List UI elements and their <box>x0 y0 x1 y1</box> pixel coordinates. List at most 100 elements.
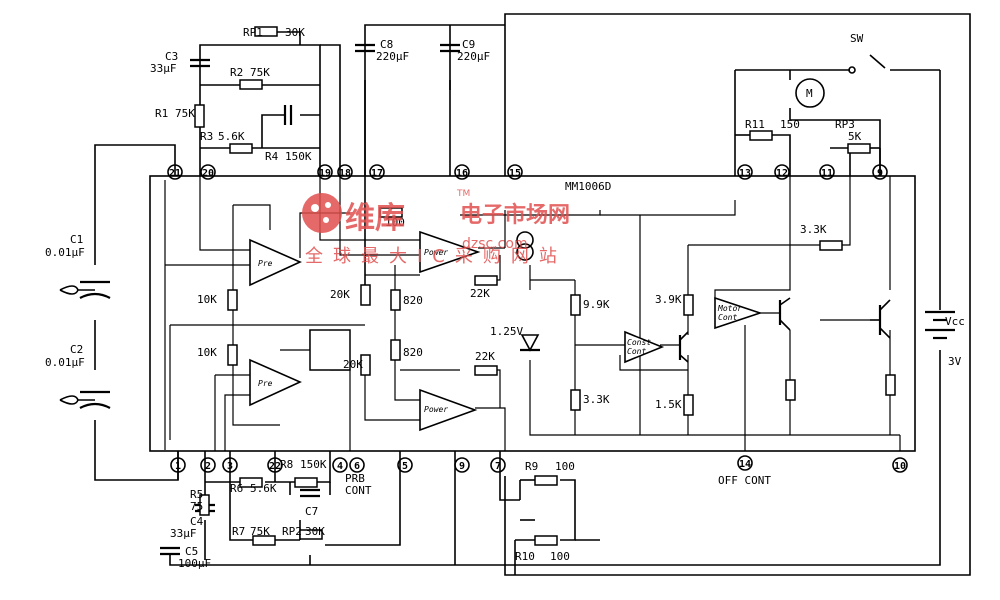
capacitor-c1 <box>59 280 111 299</box>
svg-text:R4: R4 <box>265 150 279 163</box>
svg-text:5K: 5K <box>848 130 862 143</box>
svg-text:100: 100 <box>555 460 575 473</box>
svg-text:C9: C9 <box>462 38 475 51</box>
svg-text:820: 820 <box>403 294 423 307</box>
svg-text:C8: C8 <box>380 38 393 51</box>
svg-text:100μF: 100μF <box>178 557 211 570</box>
capacitor-c8 <box>355 43 375 53</box>
svg-text:3.3K: 3.3K <box>583 393 610 406</box>
svg-text:Pre: Pre <box>258 259 273 268</box>
svg-text:10K: 10K <box>197 293 217 306</box>
svg-text:R11: R11 <box>745 118 765 131</box>
svg-text:2: 2 <box>205 461 211 472</box>
watermark-logo <box>302 193 342 233</box>
svg-text:C5: C5 <box>185 545 198 558</box>
wiring <box>94 13 971 576</box>
svg-text:30K: 30K <box>285 26 305 39</box>
svg-text:R8: R8 <box>280 458 293 471</box>
svg-text:Pre: Pre <box>258 379 273 388</box>
svg-text:20: 20 <box>202 168 214 179</box>
capacitor-c3 <box>190 58 210 68</box>
svg-text:Power: Power <box>424 248 448 257</box>
svg-text:Vcc: Vcc <box>945 315 965 328</box>
svg-text:Cont: Cont <box>718 313 737 322</box>
svg-text:C2: C2 <box>70 343 83 356</box>
svg-text:R7: R7 <box>232 525 245 538</box>
amp-pre-bottom <box>249 358 302 407</box>
transistor-q3 <box>870 299 891 339</box>
amp-power-bottom <box>419 388 478 432</box>
svg-text:dzsc.com: dzsc.com <box>462 236 528 252</box>
svg-text:R9: R9 <box>525 460 538 473</box>
svg-text:OFF CONT: OFF CONT <box>718 474 771 487</box>
svg-text:MM1006D: MM1006D <box>565 180 611 193</box>
svg-text:10: 10 <box>894 461 906 472</box>
svg-text:0.01μF: 0.01μF <box>45 246 85 259</box>
svg-text:5.6K: 5.6K <box>250 482 277 495</box>
capacitor-c2 <box>59 390 111 409</box>
pin-numbers: 21 20 19 18 17 16 15 13 12 11 9 1 2 3 22… <box>169 168 906 472</box>
svg-text:R3: R3 <box>200 130 213 143</box>
svg-text:9: 9 <box>459 461 465 472</box>
amp-const <box>624 330 665 364</box>
svg-text:C1: C1 <box>70 233 83 246</box>
svg-text:9.9K: 9.9K <box>583 298 610 311</box>
svg-text:R5: R5 <box>190 488 203 501</box>
svg-text:9: 9 <box>877 168 883 179</box>
svg-text:75K: 75K <box>250 66 270 79</box>
svg-text:100: 100 <box>550 550 570 563</box>
svg-text:13: 13 <box>739 168 751 179</box>
watermark-text: 维库 TM 电子市场网 dzsc.com 全球最大IC采购网站 <box>305 189 570 267</box>
svg-text:150K: 150K <box>285 150 312 163</box>
resistors <box>194 26 896 546</box>
svg-text:Motor: Motor <box>717 304 742 313</box>
labels: RP1 30K C3 33μF R2 75K R1 75K R3 5.6K R4… <box>45 26 965 570</box>
svg-text:1: 1 <box>175 461 181 472</box>
svg-text:22K: 22K <box>470 287 490 300</box>
svg-text:3: 3 <box>227 461 233 472</box>
svg-text:SW: SW <box>850 32 864 45</box>
svg-text:220μF: 220μF <box>457 50 490 63</box>
svg-text:全球最大IC采购网站: 全球最大IC采购网站 <box>305 246 567 267</box>
transistor-q2 <box>778 297 791 331</box>
battery-vcc <box>925 310 955 340</box>
svg-text:150K: 150K <box>300 458 327 471</box>
svg-text:150: 150 <box>780 118 800 131</box>
svg-text:75: 75 <box>190 500 203 513</box>
svg-text:电子市场网: 电子市场网 <box>460 202 570 228</box>
svg-text:19: 19 <box>319 168 331 179</box>
svg-text:820: 820 <box>403 346 423 359</box>
svg-text:75K: 75K <box>250 525 270 538</box>
svg-text:7: 7 <box>495 461 501 472</box>
svg-text:R2: R2 <box>230 66 243 79</box>
svg-text:22K: 22K <box>475 350 495 363</box>
svg-text:14: 14 <box>739 459 751 470</box>
svg-text:C3: C3 <box>165 50 178 63</box>
svg-text:33μF: 33μF <box>170 527 197 540</box>
svg-text:10K: 10K <box>197 346 217 359</box>
svg-text:3.3K: 3.3K <box>800 223 827 236</box>
svg-text:RP2: RP2 <box>282 525 302 538</box>
svg-text:3.9K: 3.9K <box>655 293 682 306</box>
current-source <box>516 231 534 261</box>
svg-text:30K: 30K <box>305 525 325 538</box>
ic-outline <box>149 175 916 452</box>
transistor-q1 <box>678 331 689 363</box>
svg-text:RP1: RP1 <box>243 26 263 39</box>
svg-text:Power: Power <box>424 405 448 414</box>
svg-text:R10: R10 <box>515 550 535 563</box>
svg-text:16: 16 <box>456 168 468 179</box>
svg-text:R1: R1 <box>155 107 168 120</box>
svg-text:20K: 20K <box>330 288 350 301</box>
svg-text:R6: R6 <box>230 482 243 495</box>
capacitor-c7 <box>300 488 320 498</box>
svg-text:21: 21 <box>169 168 181 179</box>
amp-motor <box>714 296 763 330</box>
svg-text:20K: 20K <box>343 358 363 371</box>
svg-text:3V: 3V <box>948 355 962 368</box>
svg-text:100: 100 <box>385 216 405 229</box>
svg-text:220μF: 220μF <box>376 50 409 63</box>
capacitor-c-r4 <box>283 105 293 125</box>
